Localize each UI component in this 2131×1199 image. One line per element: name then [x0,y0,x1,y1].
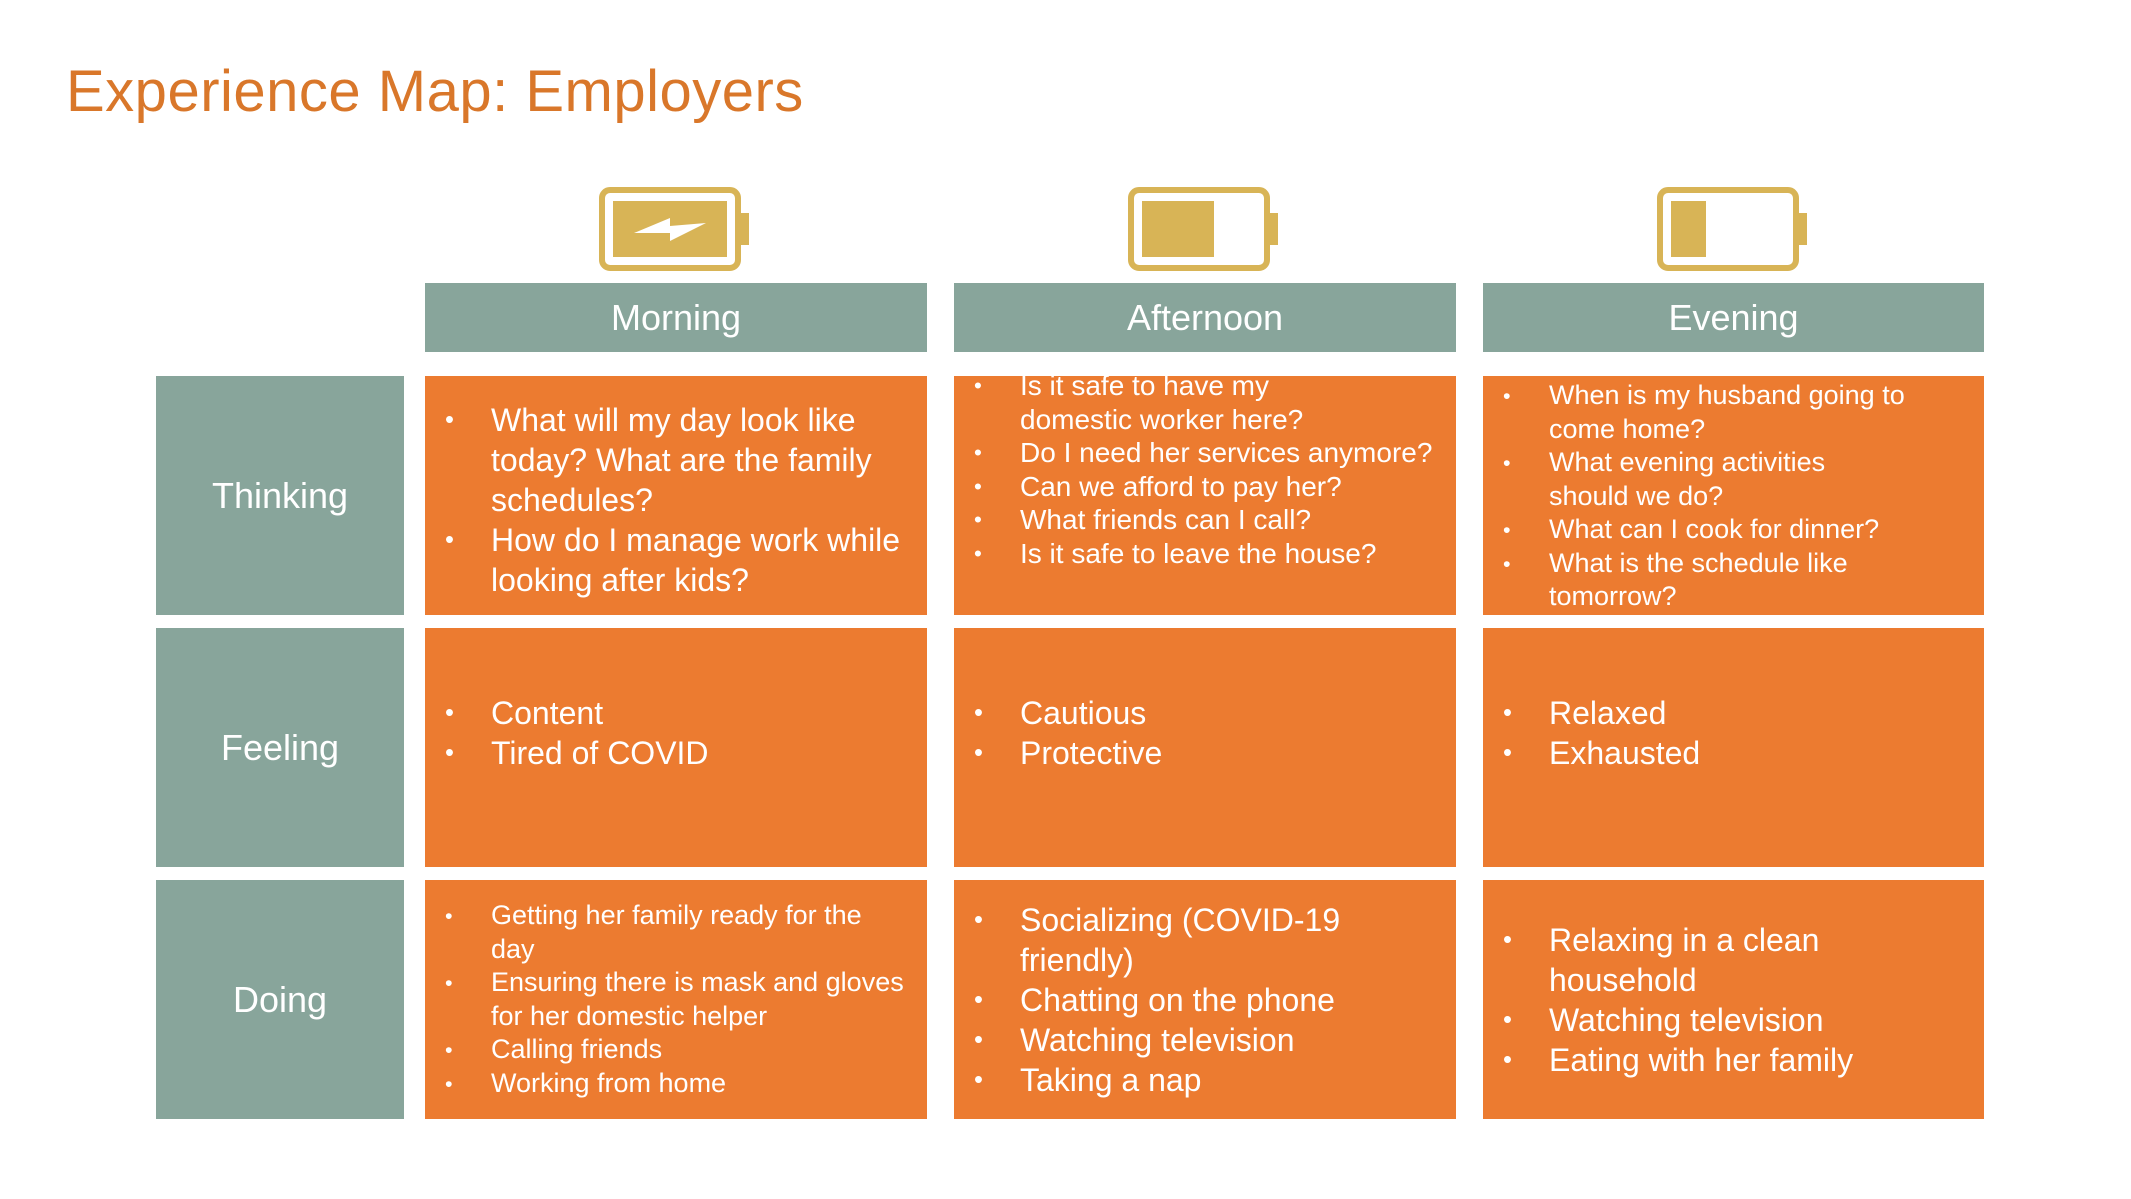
list-item: How do I manage work while looking after… [425,520,927,600]
list-item: Relaxed [1483,693,1984,733]
list-item: Can we afford to pay her? [954,470,1456,504]
list-item: Exhausted [1483,733,1984,773]
list-item: Watching television [1483,1000,1984,1040]
list-item: Working from home [425,1067,927,1101]
row-header-feeling: Feeling [156,628,404,867]
cell-feeling-evening: Relaxed Exhausted [1483,628,1984,867]
list-item: Do I need her services anymore? [954,436,1456,470]
column-header-morning: Morning [425,283,927,352]
row-header-doing: Doing [156,880,404,1119]
cell-thinking-morning: What will my day look like today? What a… [425,376,927,615]
column-header-evening: Evening [1483,283,1984,352]
cell-doing-afternoon: Socializing (COVID-19 friendly) Chatting… [954,880,1456,1119]
list-item: Socializing (COVID-19 friendly) [954,900,1456,980]
row-header-thinking: Thinking [156,376,404,615]
list-item: What can I cook for dinner? [1483,513,1984,547]
cell-thinking-evening: When is my husband going to come home? W… [1483,376,1984,615]
column-header-afternoon: Afternoon [954,283,1456,352]
list-item: Protective [954,733,1456,773]
cell-doing-morning: Getting her family ready for the day Ens… [425,880,927,1119]
list-item: Watching television [954,1020,1456,1060]
list-item: Relaxing in a clean household [1483,920,1984,1000]
list-item: Cautious [954,693,1456,733]
list-item: Is it safe to leave the house? [954,537,1456,571]
list-item: Eating with her family [1483,1040,1984,1080]
list-item: What will my day look like today? What a… [425,400,927,520]
list-item: Chatting on the phone [954,980,1456,1020]
list-item: Ensuring there is mask and gloves for he… [425,966,927,1033]
list-item: What friends can I call? [954,503,1456,537]
list-item: What is the schedule like tomorrow? [1483,547,1984,614]
list-item: Is it safe to have my domestic worker he… [954,376,1456,436]
cell-feeling-morning: Content Tired of COVID [425,628,927,867]
list-item: Taking a nap [954,1060,1456,1100]
list-item: Tired of COVID [425,733,927,773]
list-item: What evening activities should we do? [1483,446,1984,513]
cell-feeling-afternoon: Cautious Protective [954,628,1456,867]
cell-doing-evening: Relaxing in a clean household Watching t… [1483,880,1984,1119]
list-item: Getting her family ready for the day [425,899,927,966]
list-item: Content [425,693,927,733]
cell-thinking-afternoon: Is it safe to have my domestic worker he… [954,376,1456,615]
battery-half-icon [1128,187,1278,271]
page-title: Experience Map: Employers [66,59,804,124]
list-item: Calling friends [425,1033,927,1067]
battery-low-icon [1657,187,1807,271]
list-item: When is my husband going to come home? [1483,379,1984,446]
battery-charging-icon [599,187,749,271]
